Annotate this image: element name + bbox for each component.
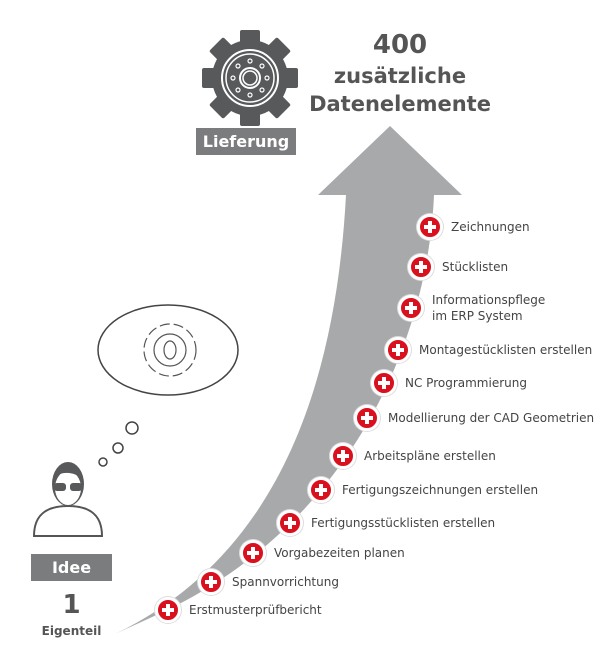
gear-icon [202, 30, 298, 126]
plus-icon [330, 443, 356, 469]
plus-icon [408, 254, 434, 280]
thought-bubble [97, 304, 239, 467]
item-label: Montagestücklisten erstellen [419, 343, 593, 357]
plus-icon [198, 569, 224, 595]
plus-icon [155, 597, 181, 623]
item-label: Spannvorrichtung [232, 575, 339, 589]
item-label: Zeichnungen [451, 220, 530, 234]
list-item: Fertigungsstücklisten erstellen [277, 510, 496, 536]
list-item: Zeichnungen [417, 214, 530, 240]
list-item: NC Programmierung [371, 370, 527, 396]
plus-icon [354, 405, 380, 431]
headline-line2: Datenelemente [309, 92, 491, 116]
data-count: 400 [372, 30, 428, 60]
list-item: Erstmusterprüfbericht [155, 597, 322, 623]
plus-icon [398, 295, 424, 321]
item-label: Fertigungsstücklisten erstellen [311, 516, 496, 530]
list-item: Spannvorrichtung [198, 569, 339, 595]
headline-line1: zusätzliche [333, 64, 467, 88]
list-item: Fertigungszeichnungen erstellen [308, 477, 539, 503]
plus-icon [277, 510, 303, 536]
delivery-label: Lieferung [196, 128, 296, 155]
plus-icon [240, 540, 266, 566]
part-unit: Eigenteil [41, 624, 102, 638]
person-icon [32, 462, 104, 537]
list-item: Stücklisten [408, 254, 509, 280]
plus-icon [371, 370, 397, 396]
list-item: Arbeitspläne erstellen [330, 443, 496, 469]
item-label-line2: im ERP System [432, 309, 523, 323]
list-item: Montagestücklisten erstellen [385, 337, 593, 363]
item-label: Modellierung der CAD Geometrien [388, 411, 595, 425]
list-item: Vorgabezeiten planen [240, 540, 405, 566]
part-count: 1 [62, 590, 81, 620]
item-label: Fertigungszeichnungen erstellen [342, 483, 539, 497]
list-item: Informationspflege im ERP System [398, 292, 545, 324]
item-label: Informationspflege im ERP System [432, 292, 545, 324]
item-label: Erstmusterprüfbericht [189, 603, 322, 617]
plus-icon [308, 477, 334, 503]
sketch-gear-icon [143, 323, 197, 377]
item-label: NC Programmierung [405, 376, 527, 390]
idea-label: Idee [31, 554, 112, 581]
list-item: Modellierung der CAD Geometrien [354, 405, 595, 431]
item-label: Vorgabezeiten planen [274, 546, 405, 560]
item-label: Stücklisten [442, 260, 509, 274]
plus-icon [385, 337, 411, 363]
plus-icon [417, 214, 443, 240]
item-label-line1: Informationspflege [432, 293, 546, 307]
item-label: Arbeitspläne erstellen [364, 449, 496, 463]
